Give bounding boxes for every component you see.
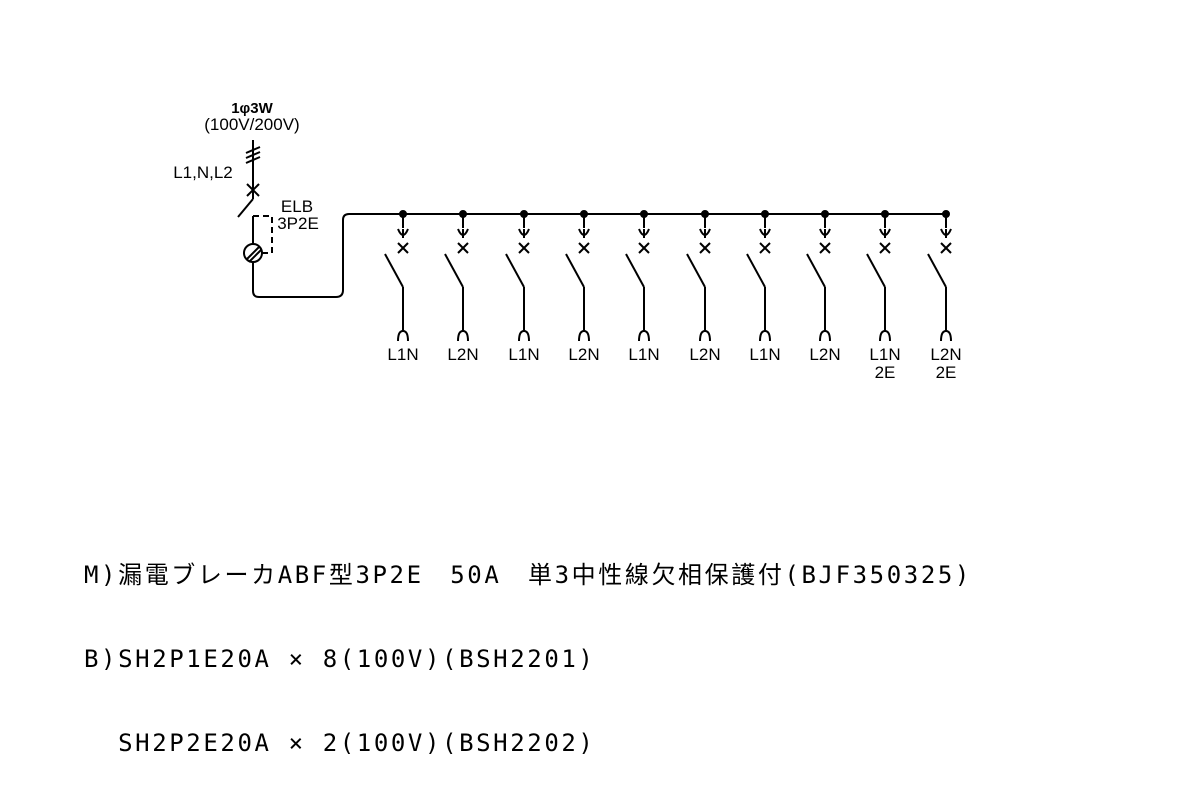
branch-circuit: L1N bbox=[746, 210, 781, 364]
incoming-feeder bbox=[245, 140, 261, 197]
note-main-breaker: M)漏電ブレーカABF型3P2E 50A 単3中性線欠相保護付(BJF35032… bbox=[84, 561, 972, 589]
elb-label: ELB bbox=[281, 197, 313, 216]
branch-circuit: L2N bbox=[565, 210, 600, 364]
branch-label: L1N bbox=[628, 345, 659, 364]
branch-label: L1N bbox=[749, 345, 780, 364]
branch-circuit: L1N bbox=[625, 210, 660, 364]
branch-circuit: L1N bbox=[384, 210, 419, 364]
note-branch-breakers-2: SH2P2E20A × 2(100V)(BSH2202) bbox=[84, 729, 596, 757]
voltage-label: (100V/200V) bbox=[204, 115, 299, 134]
main-elb-breaker bbox=[237, 196, 946, 298]
branch-label-earth: 2E bbox=[875, 363, 896, 382]
branch-circuit: L2N bbox=[806, 210, 841, 364]
branch-label: L2N bbox=[447, 345, 478, 364]
branch-label: L2N bbox=[809, 345, 840, 364]
branch-circuit: L1N bbox=[505, 210, 540, 364]
single-line-diagram: 1φ3W (100V/200V) L1,N,L2 ELB 3P2E L1N L2N… bbox=[173, 100, 962, 382]
wires-label: L1,N,L2 bbox=[173, 163, 233, 182]
branch-label: L2N bbox=[568, 345, 599, 364]
branch-label: L1N bbox=[869, 345, 900, 364]
branch-label: L2N bbox=[930, 345, 961, 364]
branch-label: L1N bbox=[508, 345, 539, 364]
note-branch-breakers-1: B)SH2P1E20A × 8(100V)(BSH2201) bbox=[84, 645, 596, 673]
branch-label: L2N bbox=[689, 345, 720, 364]
elb-poles-label: 3P2E bbox=[277, 214, 319, 233]
equipment-notes: M)漏電ブレーカABF型3P2E 50A 単3中性線欠相保護付(BJF35032… bbox=[84, 505, 972, 785]
branch-circuit: L2N bbox=[686, 210, 721, 364]
phase-label: 1φ3W bbox=[231, 100, 273, 117]
branch-label-earth: 2E bbox=[936, 363, 957, 382]
branch-circuit: L2N bbox=[444, 210, 479, 364]
branch-label: L1N bbox=[387, 345, 418, 364]
